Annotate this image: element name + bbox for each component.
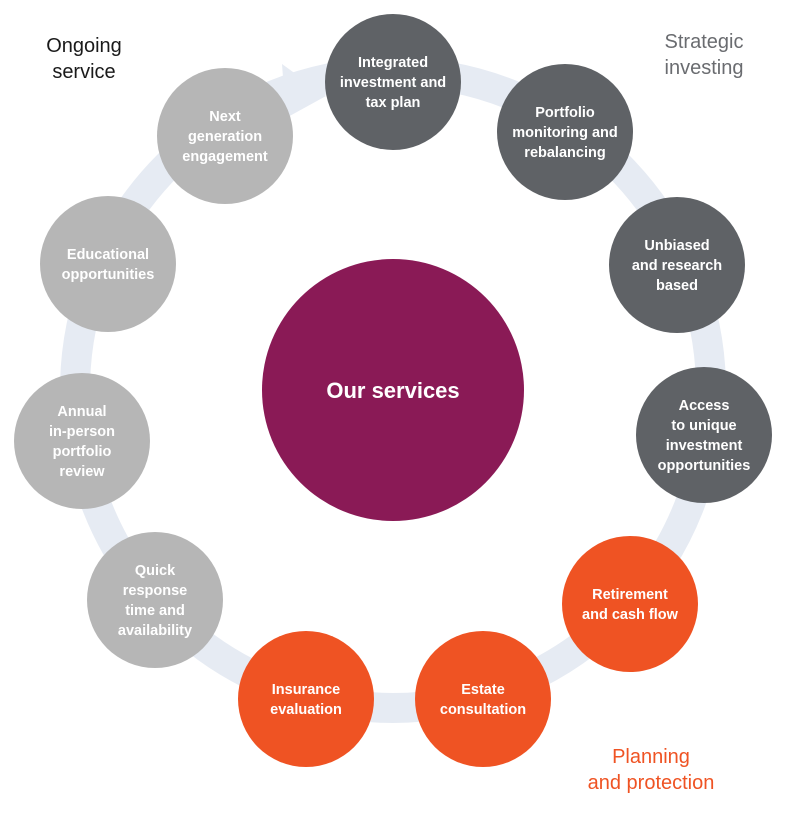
service-label-line: opportunities xyxy=(62,267,155,283)
service-circle xyxy=(636,367,772,503)
service-node-educational: Educational opportunities xyxy=(40,196,176,332)
group-label-line: service xyxy=(52,61,115,83)
service-label-line: Access xyxy=(679,398,730,414)
service-circle xyxy=(497,64,633,200)
service-label-line: investment xyxy=(666,438,743,454)
service-label: Educational opportunities xyxy=(62,247,155,283)
service-circle xyxy=(325,14,461,150)
center-node: Our services xyxy=(262,259,524,521)
service-node-next-generation: Next generation engagement xyxy=(157,68,293,204)
group-label-line: Strategic xyxy=(665,31,744,53)
service-circle xyxy=(562,536,698,672)
service-label-line: Next xyxy=(209,109,241,125)
service-label-line: to unique xyxy=(671,418,736,434)
service-label-line: Quick xyxy=(135,563,176,579)
service-nodes: Integrated investment and tax planPortfoli… xyxy=(14,14,772,767)
service-label-line: Integrated xyxy=(358,55,428,71)
service-label-line: Estate xyxy=(461,682,505,698)
service-label-line: Educational xyxy=(67,247,149,263)
service-label-line: evaluation xyxy=(270,702,342,718)
service-node-quick-response: Quick response time and availability xyxy=(87,532,223,668)
service-label-line: response xyxy=(123,583,187,599)
service-circle xyxy=(238,631,374,767)
group-label-line: and protection xyxy=(588,772,715,794)
service-circle xyxy=(87,532,223,668)
service-label: Quick response time and availability xyxy=(118,563,192,639)
service-label-line: Annual xyxy=(57,404,106,420)
service-label-line: portfolio xyxy=(53,444,112,460)
service-label-line: generation xyxy=(188,129,262,145)
service-label-line: consultation xyxy=(440,702,526,718)
service-label-line: monitoring and xyxy=(512,125,618,141)
service-label-line: and research xyxy=(632,258,722,274)
service-node-estate: Estate consultation xyxy=(415,631,551,767)
service-label-line: opportunities xyxy=(658,458,751,474)
service-label: Next generation engagement xyxy=(182,109,268,165)
service-node-unbiased-research: Unbiased and research based xyxy=(609,197,745,333)
service-label: Access to unique investment opportunities xyxy=(658,398,751,474)
group-label-line: Planning xyxy=(612,746,690,768)
service-label-line: Portfolio xyxy=(535,105,595,121)
center-title: Our services xyxy=(326,378,459,403)
service-label: Estate consultation xyxy=(440,682,526,718)
group-label-line: Ongoing xyxy=(46,35,122,57)
service-label-line: in-person xyxy=(49,424,115,440)
service-label-line: and cash flow xyxy=(582,607,679,623)
group-label-line: investing xyxy=(665,57,744,79)
service-label-line: time and xyxy=(125,603,185,619)
service-label: Annual in-person portfolio review xyxy=(49,404,115,480)
service-node-integrated-plan: Integrated investment and tax plan xyxy=(325,14,461,150)
service-label: Unbiased and research based xyxy=(632,238,722,294)
service-label-line: investment and xyxy=(340,75,446,91)
service-label-line: availability xyxy=(118,623,192,639)
service-circle xyxy=(157,68,293,204)
service-label: Integrated investment and tax plan xyxy=(340,55,446,111)
service-label: Portfolio monitoring and rebalancing xyxy=(512,105,618,161)
service-circle xyxy=(415,631,551,767)
service-label-line: Insurance xyxy=(272,682,341,698)
service-label: Insurance evaluation xyxy=(270,682,342,718)
service-label: Retirement and cash flow xyxy=(582,587,679,623)
group-label-strategic: Strategic investing xyxy=(665,31,744,79)
service-node-retirement: Retirement and cash flow xyxy=(562,536,698,672)
center-circle xyxy=(262,259,524,521)
service-label-line: based xyxy=(656,278,698,294)
group-label-ongoing: Ongoing service xyxy=(46,35,122,83)
group-label-planning: Planning and protection xyxy=(588,746,715,794)
service-label-line: review xyxy=(59,464,105,480)
service-circle xyxy=(40,196,176,332)
service-node-insurance: Insurance evaluation xyxy=(238,631,374,767)
service-circle xyxy=(14,373,150,509)
ring-arrowhead xyxy=(282,64,326,118)
service-label-line: engagement xyxy=(182,149,268,165)
service-label-line: rebalancing xyxy=(524,145,605,161)
service-label-line: tax plan xyxy=(366,95,421,111)
service-node-annual-review: Annual in-person portfolio review xyxy=(14,373,150,509)
service-node-unique-opportunities: Access to unique investment opportunities xyxy=(636,367,772,503)
service-label-line: Unbiased xyxy=(644,238,709,254)
service-circle xyxy=(609,197,745,333)
service-label-line: Retirement xyxy=(592,587,668,603)
service-node-portfolio-monitoring: Portfolio monitoring and rebalancing xyxy=(497,64,633,200)
